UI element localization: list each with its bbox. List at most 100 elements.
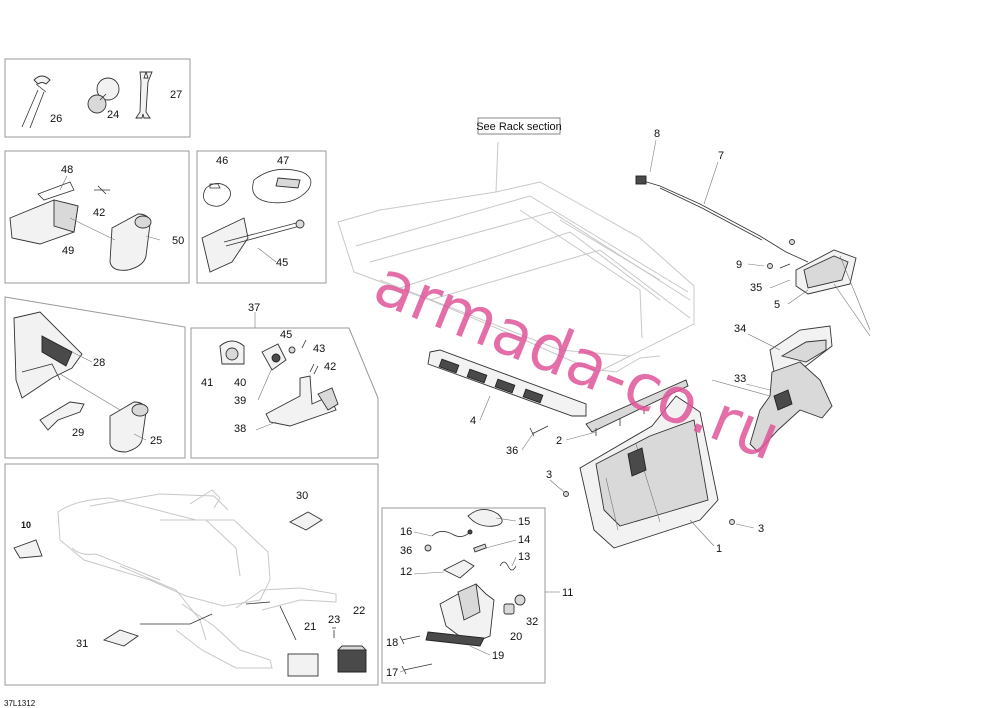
windshield-panel [4, 296, 186, 459]
nut-20-part [503, 603, 515, 615]
harness-7 [635, 175, 809, 263]
label-42a: 42 [93, 207, 105, 219]
label-49: 49 [62, 245, 74, 257]
snowmobile-body-part [57, 489, 337, 669]
label-28: 28 [93, 357, 105, 369]
cover-box [4, 150, 190, 284]
bracket-12-part [442, 559, 475, 579]
pin-23-part [332, 627, 336, 638]
straps-box [196, 150, 327, 284]
label-8: 8 [654, 128, 660, 140]
plate-box [381, 507, 546, 684]
label-37: 37 [248, 302, 260, 314]
decal-10-part [13, 539, 43, 559]
bolts-43-42-part [288, 339, 319, 375]
strap-46-part [203, 183, 231, 207]
label-30: 30 [296, 490, 308, 502]
decal-30-part [289, 511, 323, 531]
label-25: 25 [150, 435, 162, 447]
spray-can-part [109, 213, 152, 271]
suction-cup-part [87, 77, 120, 114]
label-42b: 42 [324, 361, 336, 373]
label-22: 22 [353, 605, 365, 617]
screw-3-right [729, 519, 735, 525]
watermark: armada-co.ru [364, 246, 790, 475]
label-47: 47 [277, 155, 289, 167]
harness-16-part [431, 529, 473, 537]
label-48: 48 [61, 164, 73, 176]
spray-can-25-part [109, 401, 149, 453]
light-19-part [425, 631, 485, 647]
label-21-part [287, 653, 319, 677]
label-24: 24 [107, 109, 119, 121]
spacer-14-part [473, 543, 487, 553]
label-45b: 45 [280, 329, 292, 341]
label-26: 26 [50, 113, 62, 125]
label-5: 5 [774, 299, 780, 311]
rack-ghost [337, 141, 695, 373]
label-27: 27 [170, 89, 182, 101]
label-16: 16 [400, 526, 412, 538]
label-15: 15 [518, 516, 530, 528]
taillight-5 [795, 249, 857, 295]
label-46: 46 [216, 155, 228, 167]
bolts-9 [767, 239, 795, 269]
label-40: 40 [234, 377, 246, 389]
housing-33 [749, 361, 833, 453]
label-18: 18 [386, 637, 398, 649]
leader-lines [59, 139, 809, 673]
label-9: 9 [736, 259, 742, 271]
label-35: 35 [750, 282, 762, 294]
strap-47-part [252, 168, 312, 204]
tools-box [4, 58, 191, 138]
handle-29-part [39, 401, 85, 431]
label-21: 21 [304, 621, 316, 633]
label-31: 31 [76, 638, 88, 650]
screw-36-part [424, 544, 432, 552]
pouch-22-part [336, 645, 368, 673]
see-rack-text: See Rack section [476, 121, 562, 133]
label-34: 34 [734, 323, 746, 335]
spring-13-part [499, 561, 517, 571]
label-41: 41 [201, 377, 213, 389]
screw-3-left [563, 491, 569, 497]
plate-holder-part [439, 583, 495, 645]
label-7: 7 [718, 150, 724, 162]
mount-40-part [261, 343, 287, 371]
bolt-18-part [399, 635, 421, 645]
bolt-36-main [529, 425, 549, 437]
decal-31-part [102, 629, 139, 647]
label-12: 12 [400, 566, 412, 578]
cover-15-part [467, 509, 503, 527]
bolt-17-part [401, 663, 433, 675]
reflector-strip-4 [427, 349, 587, 417]
spanner-wrench-part [21, 75, 51, 129]
label-29: 29 [72, 427, 84, 439]
label-4: 4 [470, 415, 476, 427]
bag-45-part [201, 217, 305, 273]
label-23: 23 [328, 614, 340, 626]
mount-panel [190, 327, 379, 459]
clamp-41-part [219, 340, 245, 365]
label-13: 13 [518, 551, 530, 563]
label-32: 32 [526, 616, 538, 628]
label-1: 1 [716, 543, 722, 555]
label-45a: 45 [276, 257, 288, 269]
label-3b: 3 [758, 523, 764, 535]
snowmobile-box [4, 463, 379, 686]
label-17: 17 [386, 667, 398, 679]
label-36b: 36 [400, 545, 412, 557]
label-11: 11 [562, 587, 573, 599]
label-33: 33 [734, 373, 746, 385]
diagram-code: 37L1312 [4, 699, 36, 708]
label-14: 14 [518, 534, 530, 546]
label-10: 10 [21, 520, 31, 530]
label-3a: 3 [546, 469, 552, 481]
open-end-wrench-part [135, 71, 153, 119]
label-19: 19 [492, 650, 504, 662]
label-39: 39 [234, 395, 246, 407]
snowflap-1 [579, 395, 719, 549]
small-tie-part [94, 185, 110, 195]
